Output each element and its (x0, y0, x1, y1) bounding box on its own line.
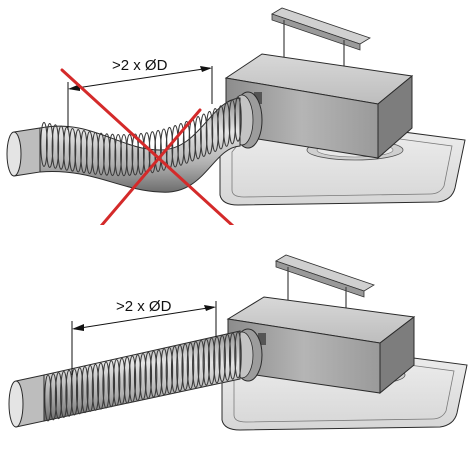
duct-rib (118, 357, 126, 405)
duct-rib (44, 374, 52, 422)
duct-rib (165, 346, 174, 395)
incorrect-installation-drawing: >2 x ØD (6, 7, 466, 225)
plenum-box (226, 296, 416, 395)
duct-rib (200, 113, 208, 158)
duct-rib (207, 337, 216, 385)
duct-rib (60, 370, 68, 418)
incorrect-cross-mark (60, 68, 235, 225)
duct-rib (137, 132, 145, 175)
duct-rib (197, 339, 205, 387)
duct-rib (102, 361, 110, 409)
duct-rib (202, 338, 211, 386)
duct-rib (139, 352, 147, 401)
duct-rib (80, 130, 88, 174)
duct-rib (54, 372, 63, 420)
duct-rib (144, 351, 153, 399)
duct-rib (177, 123, 185, 166)
duct-rib (85, 131, 94, 175)
duct-rib (228, 332, 237, 380)
correct-installation-drawing: >2 x ØD (8, 254, 468, 431)
duct-rib (57, 125, 65, 170)
duct-rib (74, 129, 82, 173)
suspension-rail (271, 7, 371, 103)
duct-rib (228, 99, 237, 145)
duct-rib (107, 360, 116, 408)
duct-rib (103, 133, 111, 176)
duct-rib (155, 349, 163, 397)
duct-rib (125, 133, 134, 176)
duct-rib (114, 133, 122, 177)
duct-rib (128, 355, 137, 403)
duct-rib (149, 350, 158, 398)
duct-rib (160, 348, 168, 396)
duct-rib (234, 331, 242, 379)
duct-rib (112, 358, 121, 407)
duct-rib (133, 354, 142, 402)
duct-rib (176, 344, 184, 392)
duct-rib (223, 333, 232, 381)
dimension-indicator: >2 x ØD (67, 57, 213, 130)
duct-rib (75, 367, 84, 415)
plenum-box (224, 53, 414, 160)
duct-rib (171, 125, 179, 168)
duct-rib (91, 363, 100, 411)
duct-rib (86, 364, 94, 412)
duct-rib (123, 356, 131, 404)
duct-rib (234, 96, 242, 142)
dimension-label: >2 x ØD (116, 298, 172, 315)
duct-rib (108, 133, 117, 177)
flexible-duct-straight (8, 330, 242, 428)
duct-rib (65, 369, 73, 417)
duct-rib (81, 366, 89, 414)
duct-rib (70, 368, 79, 416)
duct-rib (49, 373, 58, 421)
dimension-indicator: >2 x ØD (71, 298, 217, 375)
duct-rib (45, 123, 54, 168)
duct-rib (131, 133, 140, 176)
duct-rib (170, 345, 179, 393)
duct-rib (148, 131, 157, 174)
duct-rib (97, 132, 105, 176)
duct-rib (194, 116, 202, 160)
duct-rib (217, 105, 225, 150)
duct-rib (181, 343, 189, 391)
duct-rib (222, 102, 231, 147)
correct-installation-scene: >2 x ØD (0, 225, 472, 450)
incorrect-installation-scene: >2 x ØD (6, 7, 466, 225)
duct-rib (97, 362, 105, 410)
duct-rib (186, 342, 195, 390)
duct-rib (192, 341, 200, 389)
duct-rib (154, 129, 162, 173)
duct-rib (211, 108, 219, 153)
duct-rib (218, 335, 226, 383)
dimension-label: >2 x ØD (112, 57, 168, 74)
duct-rib (120, 133, 128, 177)
duct-rib (63, 126, 71, 171)
flexible-duct-bent (6, 96, 242, 193)
duct-rib (40, 121, 48, 167)
duct-rib (91, 131, 100, 175)
duct-rib (68, 127, 77, 172)
duct-rib (205, 110, 214, 155)
duct-rib (213, 336, 221, 384)
duct-rib (51, 124, 60, 169)
duct-rib (182, 120, 191, 164)
